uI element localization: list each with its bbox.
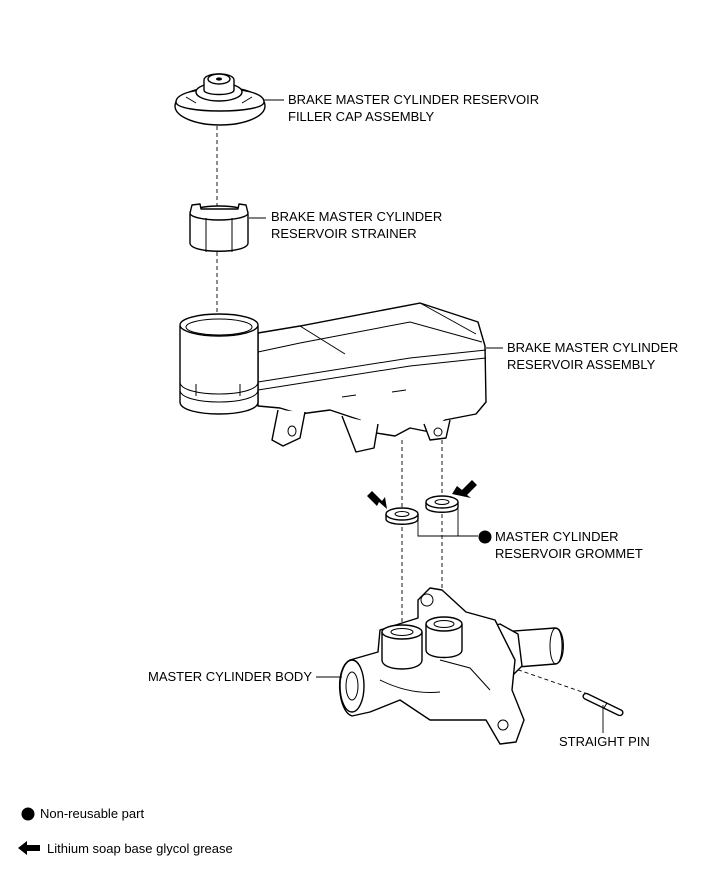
- label-reservoir-line1: BRAKE MASTER CYLINDER: [507, 340, 678, 355]
- label-grommet-line1: MASTER CYLINDER: [495, 529, 619, 544]
- legend-grease: Lithium soap base glycol grease: [47, 841, 233, 856]
- reservoir-drawing: [179, 302, 487, 453]
- grommet-drawing: [385, 495, 459, 525]
- label-strainer-line2: RESERVOIR STRAINER: [271, 226, 417, 241]
- label-reservoir-line2: RESERVOIR ASSEMBLY: [507, 357, 656, 372]
- arrow-left-icon: [18, 841, 40, 855]
- leader-lines: [249, 99, 604, 733]
- label-filler-cap-line1: BRAKE MASTER CYLINDER RESERVOIR: [288, 92, 539, 107]
- assembly-centerlines: [216, 126, 589, 695]
- label-grommet-line2: RESERVOIR GROMMET: [495, 546, 643, 561]
- label-straight-pin: STRAIGHT PIN: [559, 734, 650, 749]
- label-filler-cap-line2: FILLER CAP ASSEMBLY: [288, 109, 435, 124]
- master-cylinder-drawing: [338, 587, 564, 745]
- legend: Non-reusable part Lithium soap base glyc…: [18, 806, 233, 856]
- filler-cap-drawing: [174, 73, 266, 126]
- label-strainer-line1: BRAKE MASTER CYLINDER: [271, 209, 442, 224]
- legend-non-reusable: Non-reusable part: [40, 806, 144, 821]
- strainer-drawing: [189, 203, 249, 252]
- grease-arrows: [367, 480, 477, 509]
- filled-circle-icon: [21, 807, 35, 821]
- straight-pin-drawing: [582, 692, 624, 717]
- label-master-cylinder-body: MASTER CYLINDER BODY: [148, 669, 312, 684]
- non-reusable-marker-icon: [478, 530, 492, 544]
